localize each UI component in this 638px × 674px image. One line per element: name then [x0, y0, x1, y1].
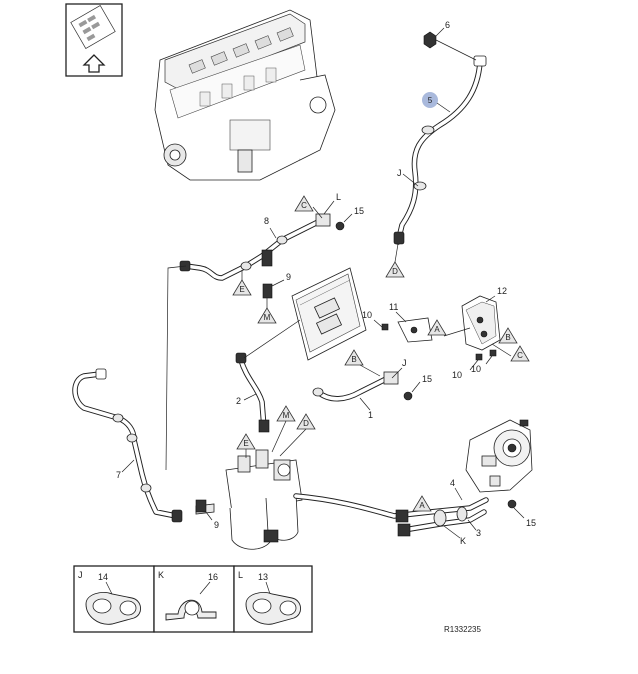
- clip-j-lower: [413, 181, 427, 191]
- detail-letter-k: K: [158, 570, 164, 580]
- svg-text:C: C: [517, 351, 523, 360]
- svg-text:B: B: [505, 333, 510, 342]
- svg-text:11: 11: [389, 302, 398, 312]
- svg-text:A: A: [434, 325, 440, 334]
- svg-text:9: 9: [286, 272, 291, 282]
- part-number-6: 6: [445, 20, 450, 30]
- triangle-marker-d-bottom: D: [279, 413, 316, 457]
- nut-15-top: 15: [335, 206, 364, 231]
- letter-l-top: L: [336, 192, 341, 202]
- banjo-bolt-6: 6: [423, 20, 477, 61]
- svg-text:10: 10: [452, 370, 462, 380]
- svg-text:E: E: [243, 439, 248, 448]
- fuel-pipe-3-4: 4 3 K: [293, 478, 489, 546]
- letter-k-bottom: K: [460, 536, 466, 546]
- letter-j-mid: J: [402, 358, 407, 368]
- detail-part-13: 13: [258, 572, 268, 582]
- bracket-l: [315, 213, 331, 227]
- svg-text:A: A: [419, 501, 425, 510]
- part-number-5: 5: [428, 96, 433, 105]
- bracket-12: 12: [443, 286, 507, 351]
- triangle-marker-d-top: D: [385, 243, 405, 278]
- part-number-8: 8: [264, 216, 269, 226]
- svg-text:10: 10: [471, 364, 481, 374]
- detail-box-l: L 13: [233, 565, 313, 633]
- nut-15-mid: 15: [403, 374, 432, 401]
- part-number-2: 2: [236, 396, 241, 406]
- detail-part-16: 16: [208, 572, 218, 582]
- detail-part-14: 14: [98, 572, 108, 582]
- connector-9-top: 9 M: [257, 272, 291, 324]
- bolts-10-right: 10 10: [452, 349, 497, 380]
- clip-j-upper: [421, 125, 435, 135]
- hose-5-lower-fitting: [393, 231, 405, 245]
- triangle-marker-e-top: E: [232, 270, 252, 296]
- part-number-7: 7: [116, 470, 121, 480]
- svg-text:C: C: [301, 201, 307, 210]
- arrow-up-icon: [82, 54, 106, 73]
- svg-text:10: 10: [362, 310, 372, 320]
- view-orientation-box: [65, 3, 123, 77]
- detail-letter-l: L: [238, 570, 243, 580]
- letter-j-top: J: [397, 168, 402, 178]
- part-number-3: 3: [476, 528, 481, 538]
- drawing-reference: R1332235: [444, 625, 481, 634]
- p-clamp-16-icon: [165, 599, 217, 621]
- svg-text:M: M: [264, 313, 271, 322]
- triangle-marker-c-right: C: [491, 343, 530, 362]
- svg-text:E: E: [239, 285, 244, 294]
- clip-14-icon: [85, 592, 141, 625]
- detail-box-j: J 14: [73, 565, 155, 633]
- fuel-filter-housing: [195, 449, 303, 550]
- fuel-pipe-7: 7: [72, 368, 183, 523]
- pipe-8-connector: [261, 249, 273, 267]
- svg-text:15: 15: [422, 374, 432, 384]
- part-5-highlight: [422, 92, 438, 108]
- detail-letter-j: J: [78, 570, 83, 580]
- svg-text:15: 15: [354, 206, 364, 216]
- svg-text:12: 12: [497, 286, 507, 296]
- engine-outline-icon: [70, 5, 116, 49]
- clip-13-icon: [245, 592, 301, 625]
- control-unit-ecu: [291, 267, 367, 361]
- triangle-marker-b-mid: B: [344, 349, 381, 377]
- engine-illustration: [154, 9, 336, 181]
- hose-5-end-fitting: [473, 55, 487, 67]
- triangle-marker-b-right: B: [498, 327, 518, 344]
- triangle-marker-c-top: C: [294, 195, 323, 219]
- triangle-marker-e-bottom: E: [236, 433, 256, 458]
- svg-text:15: 15: [526, 518, 536, 528]
- fuel-pipe-1: 1: [312, 371, 399, 420]
- detail-box-k: K 16: [153, 565, 235, 633]
- part-number-1: 1: [368, 410, 373, 420]
- triangle-marker-a-bottom: A: [412, 495, 432, 512]
- triangle-marker-m-bottom: M: [271, 405, 296, 453]
- fuel-hose-5: 5: [393, 55, 487, 245]
- svg-text:D: D: [392, 267, 398, 276]
- svg-text:B: B: [351, 355, 356, 364]
- bracket-11: 11 10: [362, 302, 433, 343]
- svg-text:9: 9: [214, 520, 219, 530]
- fuel-pipe-2: 2: [235, 352, 270, 433]
- fuel-pump: [465, 419, 533, 493]
- svg-text:M: M: [283, 411, 290, 420]
- connector-9-bottom: 9: [195, 499, 219, 530]
- fuel-pipe-8: 8: [179, 213, 331, 281]
- part-number-4: 4: [450, 478, 455, 488]
- nut-15-bottom: 15: [507, 499, 536, 528]
- triangle-marker-a-right: A: [427, 319, 447, 336]
- svg-text:D: D: [303, 419, 309, 428]
